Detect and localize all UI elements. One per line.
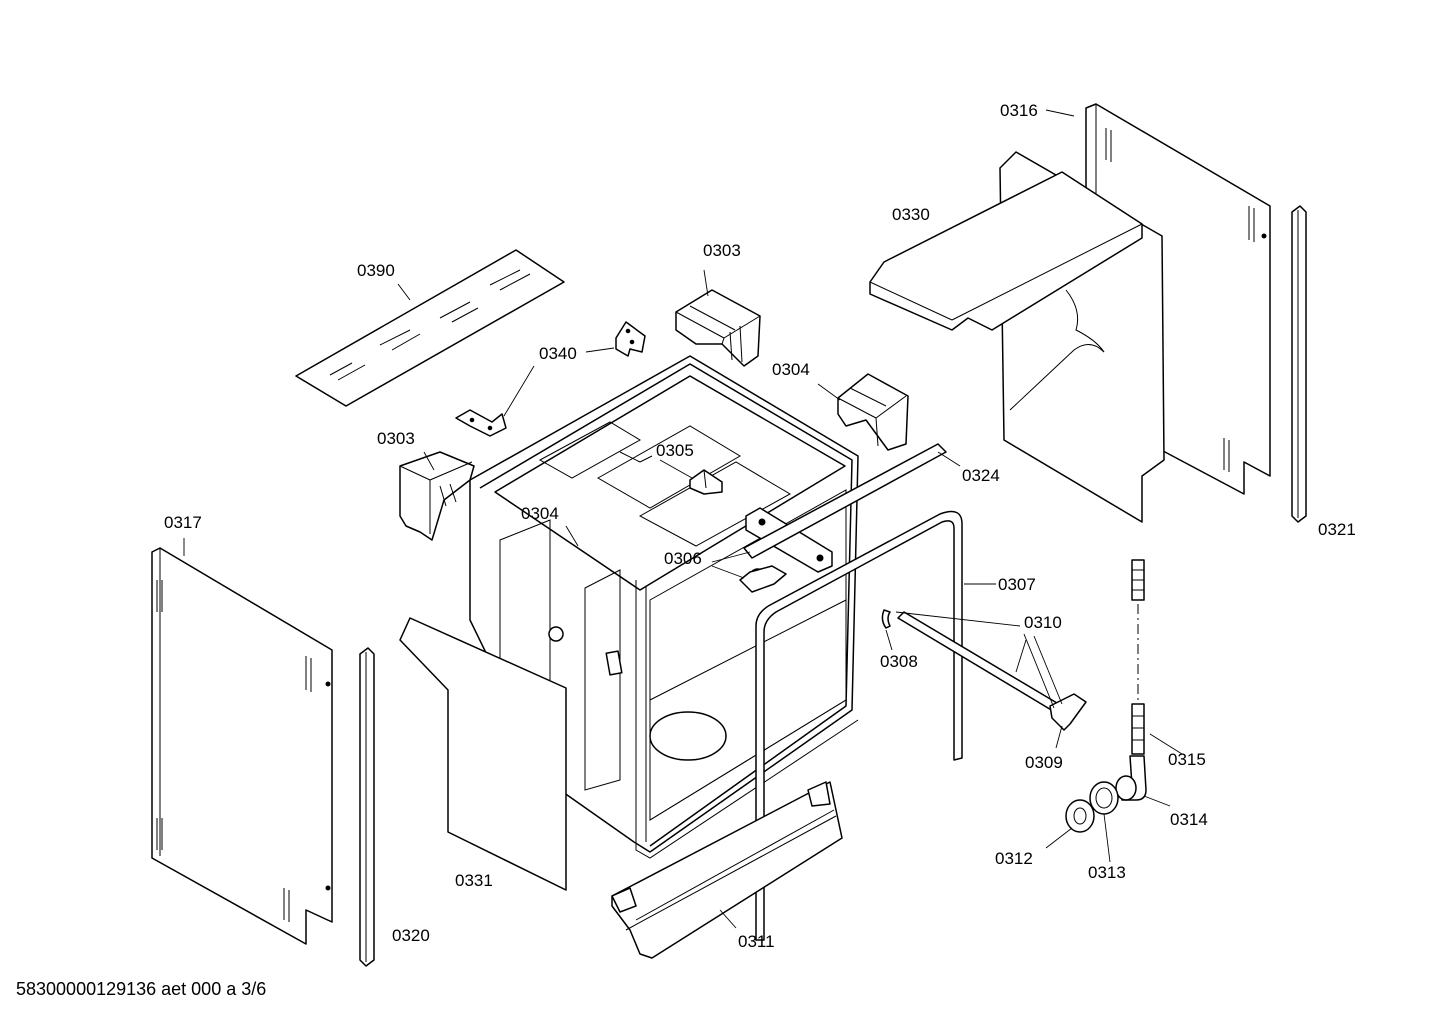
callout-0340: 0340 bbox=[539, 344, 577, 363]
callout-0305: 0305 bbox=[656, 441, 694, 460]
part-0308-clip bbox=[881, 609, 891, 629]
part-0312-nut bbox=[1065, 799, 1095, 833]
callout-0330: 0330 bbox=[892, 205, 930, 224]
part-0303-block-top bbox=[675, 289, 761, 367]
part-0340-bracket-top bbox=[615, 321, 646, 357]
callout-0321: 0321 bbox=[1318, 520, 1356, 539]
callout-0317: 0317 bbox=[164, 513, 202, 532]
callout-0307: 0307 bbox=[998, 575, 1036, 594]
callout-0324: 0324 bbox=[962, 466, 1000, 485]
part-0303-block-left bbox=[399, 451, 475, 541]
callout-0311: 0311 bbox=[738, 932, 775, 951]
callout-0314: 0314 bbox=[1170, 810, 1208, 829]
part-0307-seal bbox=[755, 510, 963, 941]
callout-0310: 0310 bbox=[1024, 613, 1062, 632]
part-0317-side-panel-left bbox=[151, 547, 333, 945]
callout-0320: 0320 bbox=[392, 926, 430, 945]
part-0315-hose bbox=[1131, 559, 1145, 755]
callout-0303-top: 0303 bbox=[703, 241, 741, 260]
part-0340-bracket-left bbox=[455, 409, 507, 437]
callout-0309: 0309 bbox=[1025, 753, 1063, 772]
callout-0312: 0312 bbox=[995, 849, 1033, 868]
part-0304-block-right bbox=[837, 373, 909, 451]
callout-0306: 0306 bbox=[664, 549, 702, 568]
callout-0331: 0331 bbox=[455, 871, 493, 890]
part-0314-elbow bbox=[1115, 755, 1147, 801]
part-0321-strip-right bbox=[1291, 205, 1307, 523]
callout-0304-right: 0304 bbox=[772, 360, 810, 379]
callout-0390: 0390 bbox=[357, 261, 395, 280]
callout-0308: 0308 bbox=[880, 652, 918, 671]
callout-0315: 0315 bbox=[1168, 750, 1206, 769]
callout-0313: 0313 bbox=[1088, 863, 1126, 882]
document-reference: 58300000129136 aet 000 a 3/6 bbox=[16, 979, 267, 999]
callout-labels: 0390 0340 0303 0303 0304 0304 0305 0306 … bbox=[164, 101, 1356, 951]
part-0330-back-assembly bbox=[869, 151, 1165, 523]
callout-0303-left: 0303 bbox=[377, 429, 415, 448]
part-0320-strip-left bbox=[359, 647, 375, 967]
part-0306-fastener bbox=[739, 507, 833, 593]
part-0390-insulation-mat bbox=[295, 249, 565, 407]
part-0305-hook bbox=[689, 469, 723, 495]
part-0313-ring bbox=[1089, 781, 1119, 815]
part-0311-plinth bbox=[611, 781, 843, 959]
callout-0316: 0316 bbox=[1000, 101, 1038, 120]
leader-lines bbox=[183, 109, 1183, 929]
part-0331-panel bbox=[399, 617, 567, 891]
callout-0304-left: 0304 bbox=[521, 504, 559, 523]
part-0324-strip bbox=[743, 443, 947, 559]
part-0310-rail bbox=[897, 611, 1087, 731]
